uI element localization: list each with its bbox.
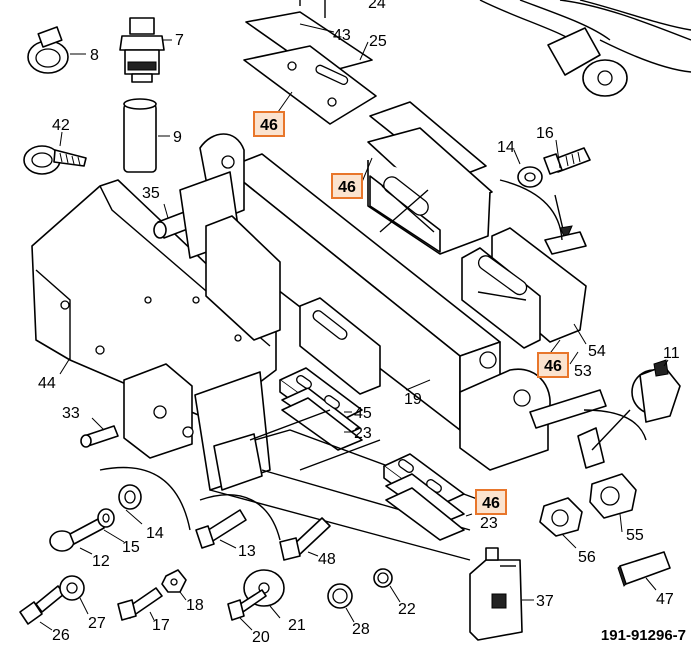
svg-text:46: 46 <box>482 495 500 512</box>
right-wear-pads-drawing <box>461 227 587 349</box>
callout-54: 54 <box>588 343 606 360</box>
callout-23-lower: 23 <box>480 515 498 532</box>
lower-boom-end-drawing <box>459 359 681 471</box>
callout-7: 7 <box>175 32 184 49</box>
callout-23-upper: 23 <box>354 425 372 442</box>
highlighted-callout-46-b[interactable]: 46 <box>331 173 363 199</box>
middle-pad-drawing <box>299 297 381 395</box>
callout-43: 43 <box>333 27 351 44</box>
callout-9: 9 <box>173 129 182 146</box>
callout-35: 35 <box>142 185 160 202</box>
upper-wear-pad-drawing <box>367 101 493 255</box>
callout-17: 17 <box>152 617 170 634</box>
callout-25: 25 <box>369 33 387 50</box>
adaptor-fitting-drawing <box>119 17 165 83</box>
highlighted-callout-46-a[interactable]: 46 <box>253 111 285 137</box>
callout-28: 28 <box>352 621 370 638</box>
callout-47: 47 <box>656 591 674 608</box>
callout-42: 42 <box>52 117 70 134</box>
detail-arcs-drawing <box>99 179 647 541</box>
leader-lines <box>39 23 669 631</box>
callout-8: 8 <box>90 47 99 64</box>
fastener-drawings <box>19 484 393 625</box>
callout-14-top: 14 <box>497 139 515 156</box>
bolt-washer-drawing <box>517 147 591 255</box>
side-pad-drawing <box>205 215 281 341</box>
callout-labels: 8 7 9 42 43 25 24 14 16 35 44 54 53 11 1… <box>38 0 680 646</box>
drawing-reference: 191-91296-7 <box>601 627 686 644</box>
cable-tie-drawing <box>23 145 87 175</box>
callout-19: 19 <box>404 391 422 408</box>
callout-44: 44 <box>38 375 56 392</box>
small-bolt-drawing <box>80 425 119 448</box>
callout-26: 26 <box>52 627 70 644</box>
callout-27: 27 <box>88 615 106 632</box>
spacer-tube-drawing <box>123 98 157 173</box>
top-shim-plates-drawing <box>243 11 377 125</box>
callout-11: 11 <box>663 345 680 362</box>
lower-pad-stack-drawing <box>383 453 465 541</box>
svg-text:46: 46 <box>260 117 278 134</box>
callout-13: 13 <box>238 543 256 560</box>
callout-48: 48 <box>318 551 336 568</box>
callout-53: 53 <box>574 363 592 380</box>
hydraulic-fittings-drawing <box>539 473 637 537</box>
callout-20: 20 <box>252 629 270 645</box>
svg-text:46: 46 <box>544 358 562 375</box>
callout-33: 33 <box>62 405 80 422</box>
callout-22: 22 <box>398 601 416 618</box>
hose-clip-drawing <box>27 26 69 74</box>
sealant-block-drawing <box>617 551 671 587</box>
highlighted-callout-46-c[interactable]: 46 <box>537 352 569 378</box>
callout-15: 15 <box>122 539 140 556</box>
svg-text:46: 46 <box>338 179 356 196</box>
callout-21: 21 <box>288 617 306 634</box>
hydraulic-ram-drawing <box>299 0 691 97</box>
chassis-frame-drawing <box>31 179 277 491</box>
callout-14-bottom: 14 <box>146 525 164 542</box>
grease-container-drawing <box>469 547 523 641</box>
callout-24: 24 <box>368 0 386 12</box>
highlighted-callout-46-d[interactable]: 46 <box>475 489 507 515</box>
callout-55: 55 <box>626 527 644 544</box>
callout-16: 16 <box>536 125 554 142</box>
callout-37: 37 <box>536 593 554 610</box>
callout-18: 18 <box>186 597 204 614</box>
callout-56: 56 <box>578 549 596 566</box>
callout-12: 12 <box>92 553 110 570</box>
callout-45: 45 <box>354 405 372 422</box>
